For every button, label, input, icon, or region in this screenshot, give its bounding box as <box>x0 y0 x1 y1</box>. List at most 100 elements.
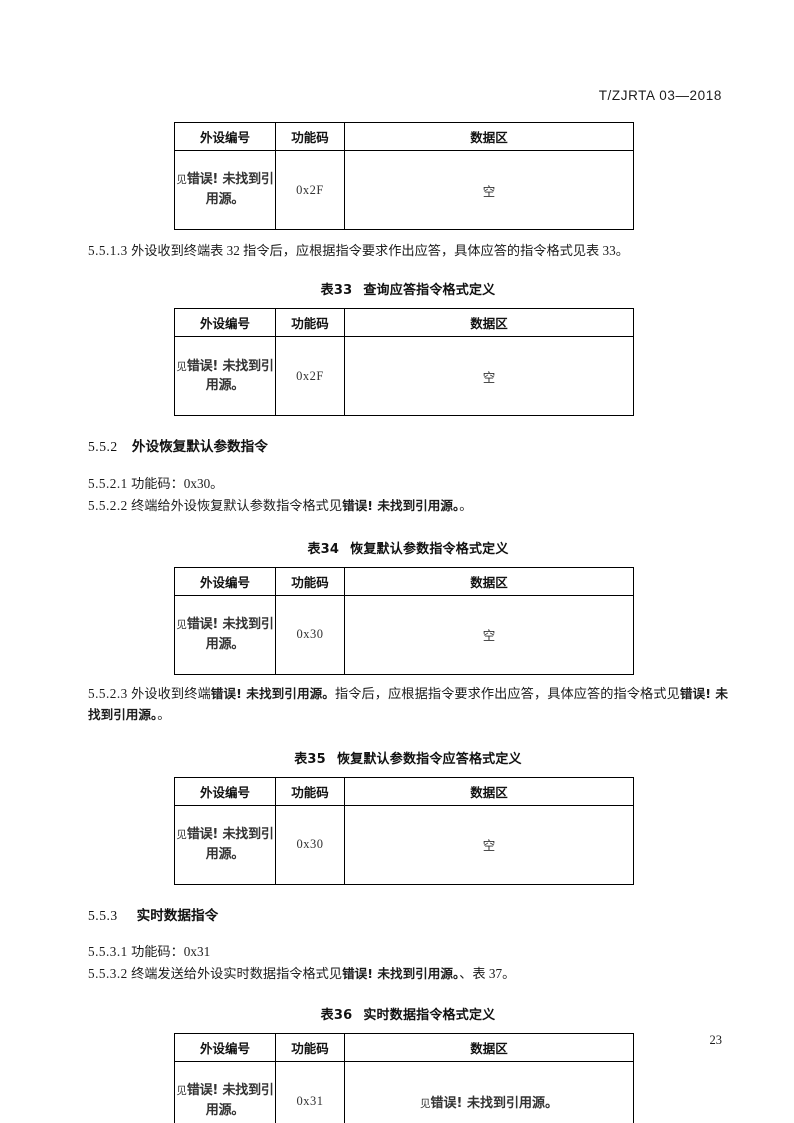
see-prefix: 见 <box>176 361 187 373</box>
see-prefix: 见 <box>176 829 187 841</box>
th-function-code: 功能码 <box>275 1033 345 1063</box>
cell-data-area: 空 <box>344 150 634 230</box>
clause-text: 功能码：0x30。 <box>131 476 224 492</box>
clause-text: 功能码：0x31 <box>131 944 211 960</box>
cell-device-no: 见错误! 未找到引用源。 <box>174 804 276 885</box>
table-header-row: 外设编号 功能码 数据区 <box>174 122 634 151</box>
clause-number: 5.5.3 <box>88 907 118 923</box>
clause-number: 5.5.2.2 <box>88 497 128 513</box>
th-device-no: 外设编号 <box>174 566 276 596</box>
th-function-code: 功能码 <box>275 566 345 596</box>
caption-title: 恢复默认参数指令格式定义 <box>350 541 509 557</box>
cell-function-code: 0x30 <box>275 594 345 675</box>
clause-text-4: 。 <box>157 707 171 723</box>
caption-table-35: 表35 恢复默认参数指令应答格式定义 <box>88 748 728 767</box>
clause-text: 终端发送给外设实时数据指令格式见 <box>131 965 343 981</box>
clause-text: 终端给外设恢复默认参数指令格式见 <box>131 497 343 513</box>
caption-title: 查询应答指令格式定义 <box>363 283 496 299</box>
table-36: 外设编号 功能码 数据区 见错误! 未找到引用源。 0x31 见错误! 未找到引… <box>174 1033 634 1123</box>
clause-number: 5.5.3.2 <box>88 965 128 981</box>
table-34: 外设编号 功能码 数据区 见错误! 未找到引用源。 0x30 空 <box>174 566 634 675</box>
caption-title: 实时数据指令格式定义 <box>363 1008 496 1024</box>
paragraph-5-5-2-1: 5.5.2.1 功能码：0x30。 <box>88 473 728 494</box>
error-reference: 错误! 未找到引用源。 <box>186 358 274 394</box>
table-row: 见错误! 未找到引用源。 0x31 见错误! 未找到引用源。 <box>174 1061 634 1123</box>
caption-number: 表33 <box>320 283 353 299</box>
see-prefix: 见 <box>176 620 187 632</box>
error-reference: 错误! 未找到引用源。 <box>342 965 460 981</box>
paragraph-5-5-2-3: 5.5.2.3 外设收到终端错误! 未找到引用源。指令后，应根据指令要求作出应答… <box>88 683 728 726</box>
table-32-continued: 外设编号 功能码 数据区 见错误! 未找到引用源。 0x2F 空 <box>174 122 634 230</box>
cell-device-no: 见错误! 未找到引用源。 <box>174 150 276 230</box>
th-function-code: 功能码 <box>275 308 345 338</box>
th-function-code: 功能码 <box>275 122 345 151</box>
table-row: 见错误! 未找到引用源。 0x30 空 <box>174 804 634 885</box>
cell-device-no: 见错误! 未找到引用源。 <box>174 336 276 417</box>
error-reference: 错误! 未找到引用源。 <box>186 172 274 207</box>
cell-data-area: 空 <box>344 804 634 885</box>
paragraph-5-5-3-2: 5.5.3.2 终端发送给外设实时数据指令格式见错误! 未找到引用源。、表 37… <box>88 963 728 984</box>
th-device-no: 外设编号 <box>174 776 276 806</box>
th-data-area: 数据区 <box>344 776 634 806</box>
table-header-row: 外设编号 功能码 数据区 <box>174 776 634 806</box>
th-device-no: 外设编号 <box>174 1033 276 1063</box>
error-reference: 错误! 未找到引用源。 <box>186 1083 274 1119</box>
clause-text-tail: 、表 37。 <box>459 965 516 981</box>
clause-number: 5.5.1.3 <box>88 243 128 258</box>
caption-number: 表35 <box>294 751 326 767</box>
th-function-code: 功能码 <box>275 776 345 806</box>
error-reference: 错误! 未找到引用源。 <box>186 617 274 652</box>
caption-table-33: 表33 查询应答指令格式定义 <box>88 279 728 298</box>
clause-number: 5.5.2.3 <box>88 685 128 701</box>
table-35: 外设编号 功能码 数据区 见错误! 未找到引用源。 0x30 空 <box>174 776 634 885</box>
heading-text: 外设恢复默认参数指令 <box>131 439 268 456</box>
th-data-area: 数据区 <box>344 566 634 596</box>
cell-device-no: 见错误! 未找到引用源。 <box>174 594 276 675</box>
caption-number: 表34 <box>307 541 340 557</box>
paragraph-5-5-2-2: 5.5.2.2 终端给外设恢复默认参数指令格式见错误! 未找到引用源。。 <box>88 495 728 516</box>
cell-data-area: 空 <box>344 336 634 417</box>
error-reference: 错误! 未找到引用源。 <box>186 826 274 862</box>
cell-data-area: 见错误! 未找到引用源。 <box>344 1061 634 1123</box>
cell-function-code: 0x2F <box>275 336 345 417</box>
caption-table-34: 表34 恢复默认参数指令格式定义 <box>88 538 728 557</box>
clause-number: 5.5.3.1 <box>88 944 128 960</box>
cell-device-no: 见错误! 未找到引用源。 <box>174 1061 276 1123</box>
page-number: 23 <box>709 1033 723 1047</box>
heading-5-5-3: 5.5.3 实时数据指令 <box>88 905 728 928</box>
th-data-area: 数据区 <box>344 308 634 338</box>
clause-text-tail: 。 <box>459 497 473 513</box>
error-reference-2: 错误! 未找到引用源。 <box>88 685 728 723</box>
heading-text: 实时数据指令 <box>136 907 219 924</box>
table-33: 外设编号 功能码 数据区 见错误! 未找到引用源。 0x2F 空 <box>174 308 634 417</box>
table-header-row: 外设编号 功能码 数据区 <box>174 308 634 338</box>
th-data-area: 数据区 <box>344 1033 634 1063</box>
clause-text-3: 见 <box>666 685 680 701</box>
see-prefix: 见 <box>420 1098 431 1110</box>
cell-function-code: 0x31 <box>275 1061 345 1123</box>
table-row: 见错误! 未找到引用源。 0x2F 空 <box>174 336 634 417</box>
cell-function-code: 0x30 <box>275 804 345 885</box>
paragraph-5-5-1-3: 5.5.1.3 外设收到终端表 32 指令后，应根据指令要求作出应答，具体应答的… <box>88 240 728 261</box>
th-device-no: 外设编号 <box>174 122 276 151</box>
cell-data-area: 空 <box>344 594 634 675</box>
cell-function-code: 0x2F <box>275 150 345 230</box>
paragraph-5-5-3-1: 5.5.3.1 功能码：0x31 <box>88 941 728 962</box>
clause-number: 5.5.2.1 <box>88 476 128 492</box>
clause-text-1: 外设收到终端 <box>131 685 211 701</box>
clause-number: 5.5.2 <box>88 439 118 455</box>
standard-number-header: T/ZJRTA 03—2018 <box>598 88 722 103</box>
clause-text-2: 指令后，应根据指令要求作出应答，具体应答的指令格式 <box>334 685 667 701</box>
caption-title: 恢复默认参数指令应答格式定义 <box>336 751 522 767</box>
table-row: 见错误! 未找到引用源。 0x2F 空 <box>174 150 634 230</box>
see-prefix: 见 <box>176 1086 187 1098</box>
error-reference: 错误! 未找到引用源。 <box>430 1095 558 1111</box>
table-header-row: 外设编号 功能码 数据区 <box>174 1033 634 1063</box>
th-device-no: 外设编号 <box>174 308 276 338</box>
table-header-row: 外设编号 功能码 数据区 <box>174 566 634 596</box>
see-prefix: 见 <box>176 175 187 187</box>
table-row: 见错误! 未找到引用源。 0x30 空 <box>174 594 634 675</box>
heading-5-5-2: 5.5.2 外设恢复默认参数指令 <box>88 436 728 459</box>
